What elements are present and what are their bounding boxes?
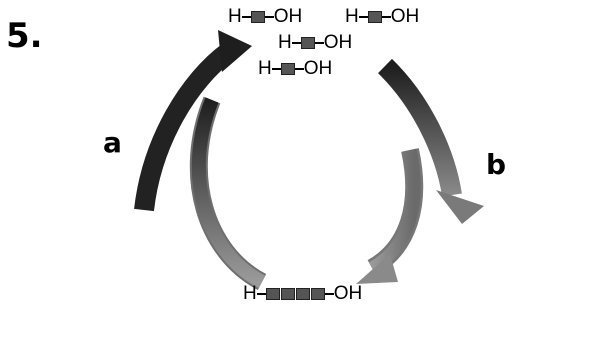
monomer: H OH (258, 58, 332, 80)
arrow-bottom (356, 148, 424, 284)
arrow-b (377, 58, 484, 224)
hydroxyl-label: OH (390, 6, 420, 27)
hydroxyl-label: OH (333, 283, 363, 304)
monomer: H OH (228, 6, 302, 28)
monomer: H OH (278, 32, 352, 54)
polymer-unit (265, 288, 280, 300)
polymer-unit (295, 288, 310, 300)
arrow-inner-left (189, 96, 267, 290)
arrow-a (134, 30, 252, 212)
monomer: H OH (345, 6, 419, 28)
polymer: H OH (243, 283, 362, 305)
hydrogen-label: H (243, 283, 257, 304)
polymer-unit (310, 288, 325, 300)
hydroxyl-label: OH (323, 32, 353, 53)
hydrogen-label: H (278, 32, 292, 53)
hydrogen-label: H (258, 58, 272, 79)
label-b: b (486, 148, 507, 181)
hydrogen-label: H (345, 6, 359, 27)
hydroxyl-label: OH (303, 58, 333, 79)
hydrogen-label: H (228, 6, 242, 27)
question-number: 5. (6, 16, 43, 56)
monomer-unit (250, 11, 265, 23)
polymer-unit (280, 288, 295, 300)
label-a: a (103, 126, 122, 159)
hydroxyl-label: OH (273, 6, 303, 27)
monomer-unit (280, 63, 295, 75)
monomer-unit (300, 37, 315, 49)
monomer-unit (367, 11, 382, 23)
